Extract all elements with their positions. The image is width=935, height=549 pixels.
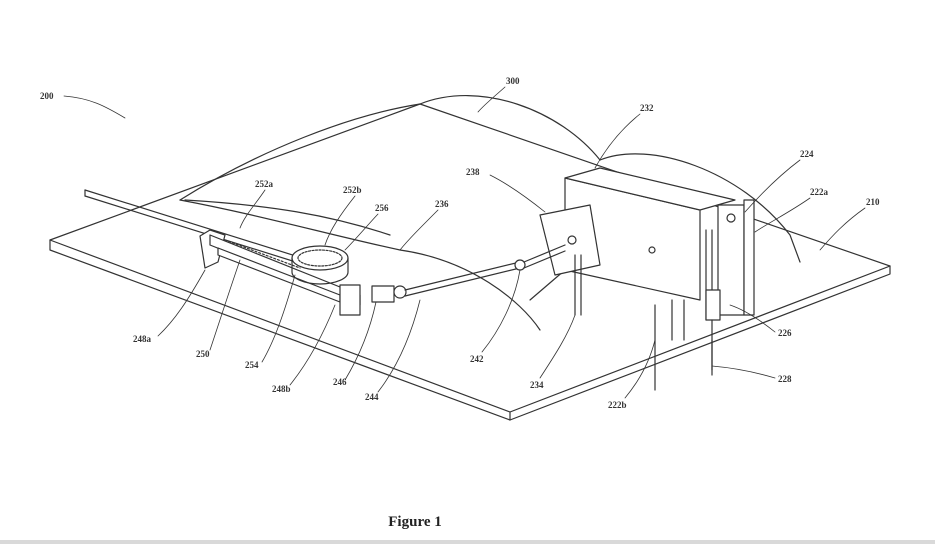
label-300: 300 [506,76,520,86]
housing-232 [529,167,736,301]
label-228: 228 [778,374,792,384]
label-234: 234 [530,380,544,390]
label-210: 210 [866,197,880,207]
label-244: 244 [365,392,379,402]
bottom-divider [0,540,935,544]
label-200: 200 [40,91,54,101]
linkage-arm [371,244,566,303]
label-252b: 252b [343,185,362,195]
label-226: 226 [778,328,792,338]
label-252a: 252a [255,179,274,189]
angled-plate [539,204,601,316]
label-254: 254 [245,360,259,370]
label-242: 242 [470,354,484,364]
legs [654,304,713,391]
label-222b: 222b [608,400,627,410]
label-224: 224 [800,149,814,159]
rod [84,189,316,269]
label-248b: 248b [272,384,291,394]
label-222a: 222a [810,187,829,197]
post-assembly [671,199,755,371]
label-250: 250 [196,349,210,359]
label-236: 236 [435,199,449,209]
reference-labels: 200 300 232 224 222a 210 238 252a 252b 2… [40,76,880,410]
gear [291,245,349,285]
label-246: 246 [333,377,347,387]
rail-assembly [199,229,361,316]
leader-lines [63,86,866,399]
label-238: 238 [466,167,480,177]
label-248a: 248a [133,334,152,344]
label-232: 232 [640,103,654,113]
base-plate [49,103,891,421]
label-256: 256 [375,203,389,213]
figure-caption: Figure 1 [388,514,442,530]
